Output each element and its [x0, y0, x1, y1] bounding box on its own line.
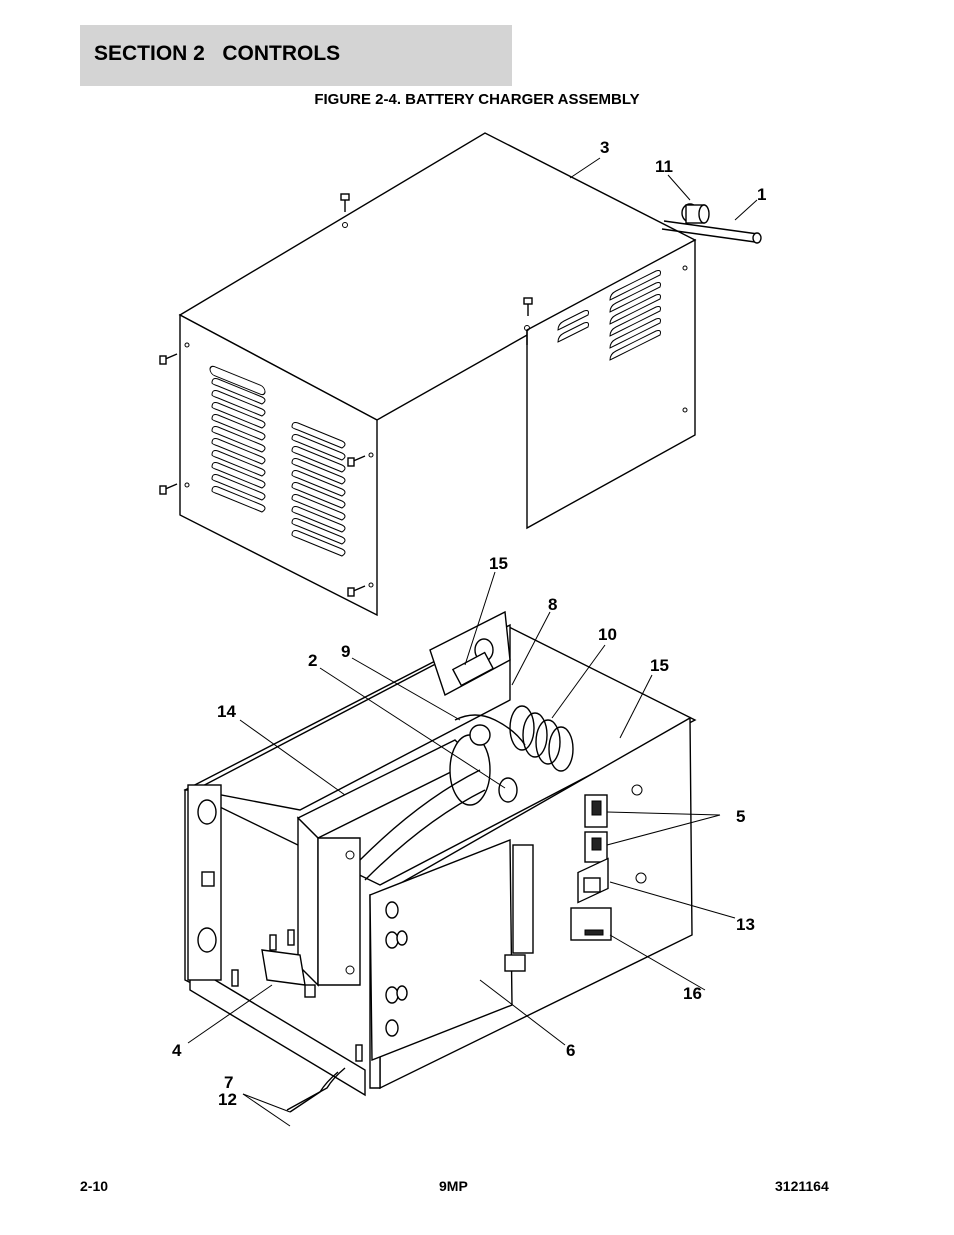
section-header-bar: SECTION 2 CONTROLS [80, 25, 512, 86]
transformer [296, 734, 491, 987]
chassis-assembly [183, 610, 697, 1113]
callout-15-upper: 15 [489, 554, 508, 573]
callout-6: 6 [566, 1041, 576, 1060]
cable-and-grommet [661, 203, 762, 244]
section-title: SECTION 2 CONTROLS [94, 42, 341, 65]
callout-8: 8 [548, 595, 558, 614]
callout-11: 11 [655, 157, 673, 176]
footer-doc-number: 3121164 [775, 1178, 829, 1194]
board-terminals [385, 901, 408, 1037]
callout-14: 14 [217, 702, 236, 721]
callout-3: 3 [600, 138, 610, 157]
left-vent-slots [211, 378, 266, 513]
callout-5: 5 [736, 807, 746, 826]
callout-13: 13 [736, 915, 755, 934]
callout-12: 12 [218, 1090, 237, 1109]
center-vent-slots [291, 422, 346, 557]
choke-coil [509, 705, 574, 772]
callout-16: 16 [683, 984, 702, 1003]
leader-lines [187, 157, 758, 1127]
cover-assembly [159, 132, 762, 617]
footer-model: 9MP [439, 1178, 468, 1194]
callout-9: 9 [341, 642, 351, 661]
cover-screws [159, 193, 533, 597]
callout-1: 1 [757, 185, 767, 204]
callout-10: 10 [598, 625, 617, 644]
figure-title: FIGURE 2-4. BATTERY CHARGER ASSEMBLY [314, 91, 640, 108]
callout-7: 7 [224, 1073, 234, 1092]
callout-2: 2 [308, 651, 318, 670]
callout-4: 4 [172, 1041, 182, 1060]
footer-page-number: 2-10 [80, 1178, 109, 1194]
callout-15-lower: 15 [650, 656, 669, 675]
rear-vent-slots [557, 270, 661, 361]
